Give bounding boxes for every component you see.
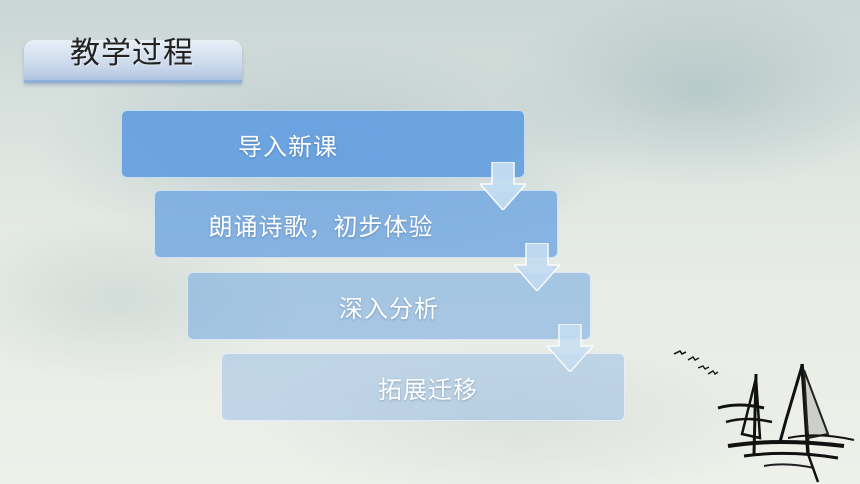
step-1-label: 导入新课 xyxy=(238,132,338,161)
ink-sailboat-icon xyxy=(673,349,855,483)
step-2-box[interactable]: 朗诵诗歌，初步体验 xyxy=(154,190,558,258)
step-3-box[interactable]: 深入分析 xyxy=(187,272,591,340)
step-3-label: 深入分析 xyxy=(339,294,439,323)
down-arrow-icon xyxy=(480,162,526,210)
step-4-label: 拓展迁移 xyxy=(378,375,478,404)
page-title: 教学过程 xyxy=(70,36,194,71)
down-arrow-icon xyxy=(514,243,560,291)
step-1-box[interactable]: 导入新课 xyxy=(121,110,525,178)
down-arrow-icon xyxy=(547,324,593,372)
step-4-box[interactable]: 拓展迁移 xyxy=(221,353,625,421)
step-2-label: 朗诵诗歌，初步体验 xyxy=(208,212,434,241)
title-box xyxy=(24,40,242,83)
